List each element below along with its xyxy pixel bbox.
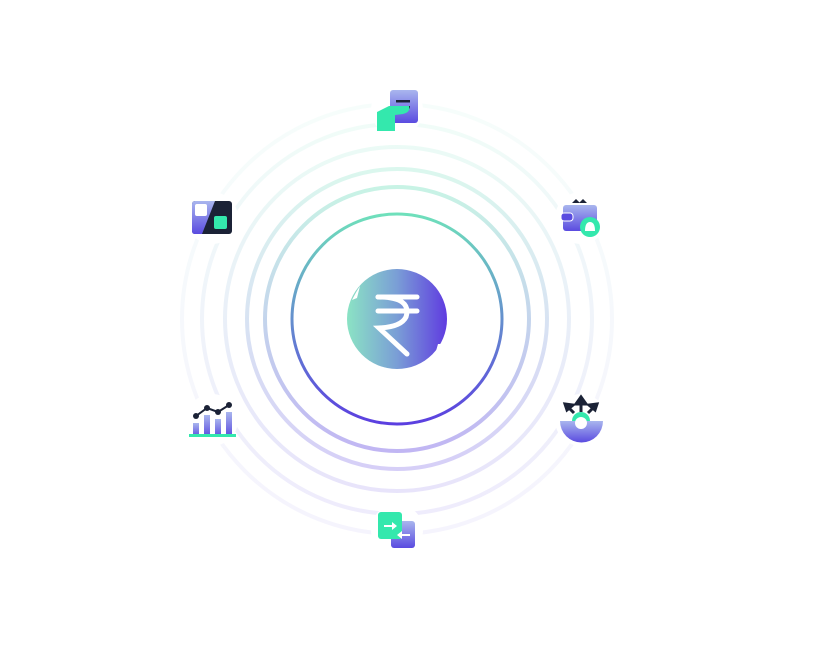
distribution-arrows-icon: [560, 394, 603, 443]
bar-line-chart-icon: [189, 402, 236, 437]
invoice-hand-icon: [377, 90, 418, 131]
orbit-ring: [223, 145, 571, 493]
card-toggle-icon: [192, 201, 232, 234]
orbit-ring: [263, 185, 531, 453]
file-transfer-icon: [378, 512, 415, 548]
orbit-ring: [245, 167, 549, 471]
rupee-coin-icon: [347, 269, 447, 369]
wallet-bell-icon: [560, 199, 600, 237]
orbit-ring-inner: [290, 212, 504, 426]
